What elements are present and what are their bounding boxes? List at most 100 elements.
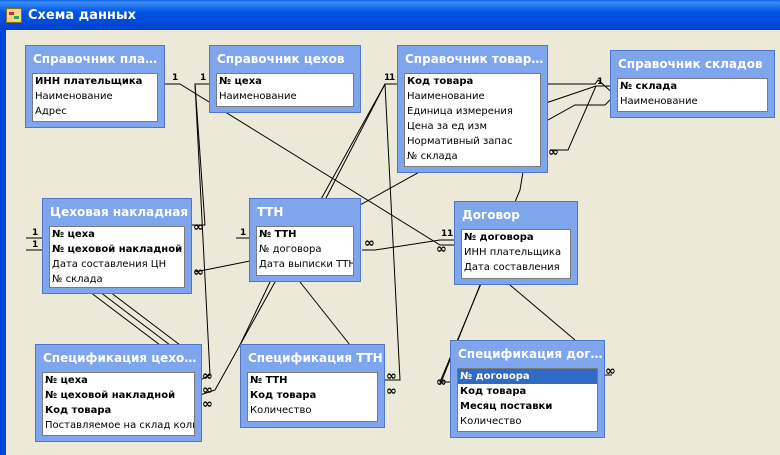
rel-contract-ttn (362, 239, 455, 251)
table-title[interactable]: Справочник плат... (33, 52, 164, 66)
rel-goods-ttn (324, 83, 386, 201)
field-list[interactable]: № склада Наименование (617, 78, 768, 112)
rel-goods-ttn-spec (384, 83, 401, 381)
mark-one-payers: 1 (172, 73, 179, 83)
field-item[interactable]: № договора (464, 232, 534, 243)
table-title[interactable]: Спецификация дого... (458, 347, 604, 361)
mark-many-contract: ∞ (436, 242, 447, 257)
field-item[interactable]: ИНН плательщика (464, 247, 562, 258)
field-item[interactable]: № цеха (52, 229, 95, 240)
field-item[interactable]: № цеха (45, 375, 88, 386)
mark-many-ttn-spec-a: ∞ (386, 369, 397, 384)
rel-stores-goods (550, 85, 610, 151)
mark-many-shop-spec-c: ∞ (202, 397, 213, 412)
table-contract[interactable]: Договор № договора ИНН плательщика Дата … (454, 201, 578, 285)
field-list[interactable]: № цеха Наименование (216, 73, 354, 107)
mark-one-contract-b: 1 (447, 229, 454, 239)
table-ttn-spec[interactable]: Спецификация ТТН № ТТН Код товара Количе… (240, 344, 385, 428)
field-item[interactable]: Код товара (45, 405, 112, 416)
field-item[interactable]: № склада (620, 81, 678, 92)
field-item[interactable]: № договора (259, 244, 322, 255)
mark-many-ttn-spec-b: ∞ (386, 384, 397, 399)
table-title[interactable]: Справочник цехов (217, 52, 345, 66)
table-shop-spec[interactable]: Спецификация цехов... № цеха № цеховой н… (35, 344, 202, 442)
table-goods[interactable]: Справочник товаров Код товара Наименован… (397, 45, 548, 173)
mark-many-goods: ∞ (548, 145, 559, 160)
field-item[interactable]: Цена за ед изм (407, 121, 487, 132)
table-shop-invoice[interactable]: Цеховая накладная № цеха № цеховой накла… (42, 198, 192, 294)
field-item-selected[interactable]: № договора (458, 369, 597, 384)
field-item[interactable]: Наименование (219, 91, 297, 102)
field-item[interactable]: Дата составления ЦН (52, 259, 167, 270)
rel-contract-contract-spec-b (509, 284, 576, 341)
mark-one-ttn: 1 (240, 228, 247, 238)
mark-one-stores: 1 (597, 77, 604, 87)
rel-payers-contract (165, 83, 455, 246)
relationships-app-icon (6, 8, 22, 23)
field-list[interactable]: ИНН плательщика Наименование Адрес (32, 73, 158, 122)
mark-one-shops: 1 (200, 73, 207, 83)
field-list[interactable]: № договора ИНН плательщика Дата составле… (461, 229, 571, 279)
field-item[interactable]: Наименование (407, 91, 485, 102)
field-list[interactable]: № цеха № цеховой накладной Дата составле… (49, 226, 185, 288)
rel-contract-contract-spec-a (439, 284, 481, 386)
field-item[interactable]: № склада (52, 274, 103, 285)
mark-one-shop-invoice-b: 1 (32, 240, 39, 250)
table-title[interactable]: Спецификация ТТН (248, 351, 383, 365)
table-title[interactable]: Справочник складов (618, 57, 763, 71)
mark-one-goods-b: 1 (389, 73, 396, 83)
mark-many-shop-spec-b: ∞ (202, 383, 213, 398)
field-item[interactable]: № цеховой накладной (45, 390, 176, 401)
field-item[interactable]: Наименование (620, 96, 698, 107)
mark-many-contract-spec-a: ∞ (436, 375, 447, 390)
mark-one-goods-a: 1 (384, 73, 391, 83)
field-item[interactable]: № цеховой накладной (52, 244, 183, 255)
rel-shop-invoice-shop-spec-3 (109, 291, 181, 346)
window-title-bar[interactable]: Схема данных (0, 0, 780, 30)
field-item[interactable]: Количество (250, 405, 312, 416)
field-item[interactable]: Месяц поставки (460, 401, 553, 412)
field-item[interactable]: Наименование (35, 91, 113, 102)
field-list[interactable]: № договора Код товара Месяц поставки Кол… (457, 368, 598, 432)
table-title[interactable]: Договор (462, 208, 520, 222)
field-item[interactable]: № склада (407, 151, 458, 162)
mark-many-shop-spec-a: ∞ (202, 369, 213, 384)
field-item[interactable]: Код товара (460, 386, 527, 397)
field-list[interactable]: № ТТН Код товара Количество (247, 372, 378, 422)
rel-shops-shop-invoice (190, 83, 210, 226)
rel-shop-invoice-shop-spec-2 (99, 291, 171, 346)
table-title[interactable]: ТТН (257, 205, 284, 219)
field-item[interactable]: Количество (460, 416, 522, 427)
table-title[interactable]: Цеховая накладная (50, 205, 189, 219)
rel-ttn-ttn-spec-b (299, 281, 351, 346)
field-list[interactable]: Код товара Наименование Единица измерени… (404, 73, 541, 167)
table-ttn[interactable]: ТТН № ТТН № договора Дата выписки ТТН (249, 198, 361, 282)
table-title[interactable]: Спецификация цехов... (43, 351, 201, 365)
field-item[interactable]: № ТТН (250, 375, 288, 386)
table-payers[interactable]: Справочник плат... ИНН плательщика Наиме… (25, 45, 165, 128)
table-contract-spec[interactable]: Спецификация дого... № договора Код това… (450, 340, 605, 438)
field-item[interactable]: Поставляемое на склад количество (45, 420, 194, 431)
field-item[interactable]: Код товара (250, 390, 317, 401)
field-item[interactable]: Нормативный запас (407, 136, 513, 147)
rel-shops-shop-spec (194, 83, 211, 381)
mark-one-shop-invoice-a: 1 (32, 228, 39, 238)
field-item[interactable]: № цеха (219, 76, 262, 87)
field-item[interactable]: Дата составления (464, 262, 560, 273)
field-item[interactable]: ИНН плательщика (35, 76, 143, 87)
table-stores[interactable]: Справочник складов № склада Наименование (610, 50, 775, 118)
field-item[interactable]: Единица измерения (407, 106, 513, 117)
rel-ttn-ttn-spec-a (239, 281, 271, 346)
window-title: Схема данных (28, 8, 137, 23)
field-item[interactable]: № ТТН (259, 229, 297, 240)
field-list[interactable]: № ТТН № договора Дата выписки ТТН (256, 226, 354, 276)
mark-one-contract-a: 1 (441, 229, 448, 239)
table-shops[interactable]: Справочник цехов № цеха Наименование (209, 45, 361, 113)
table-title[interactable]: Справочник товаров (405, 52, 547, 66)
mark-many-ttn: ∞ (364, 236, 375, 251)
field-list[interactable]: № цеха № цеховой накладной Код товара По… (42, 372, 195, 436)
rel-shop-invoice-shop-spec-1 (89, 291, 161, 346)
field-item[interactable]: Дата выписки ТТН (259, 259, 353, 270)
field-item[interactable]: Адрес (35, 106, 67, 117)
field-item[interactable]: Код товара (407, 76, 474, 87)
